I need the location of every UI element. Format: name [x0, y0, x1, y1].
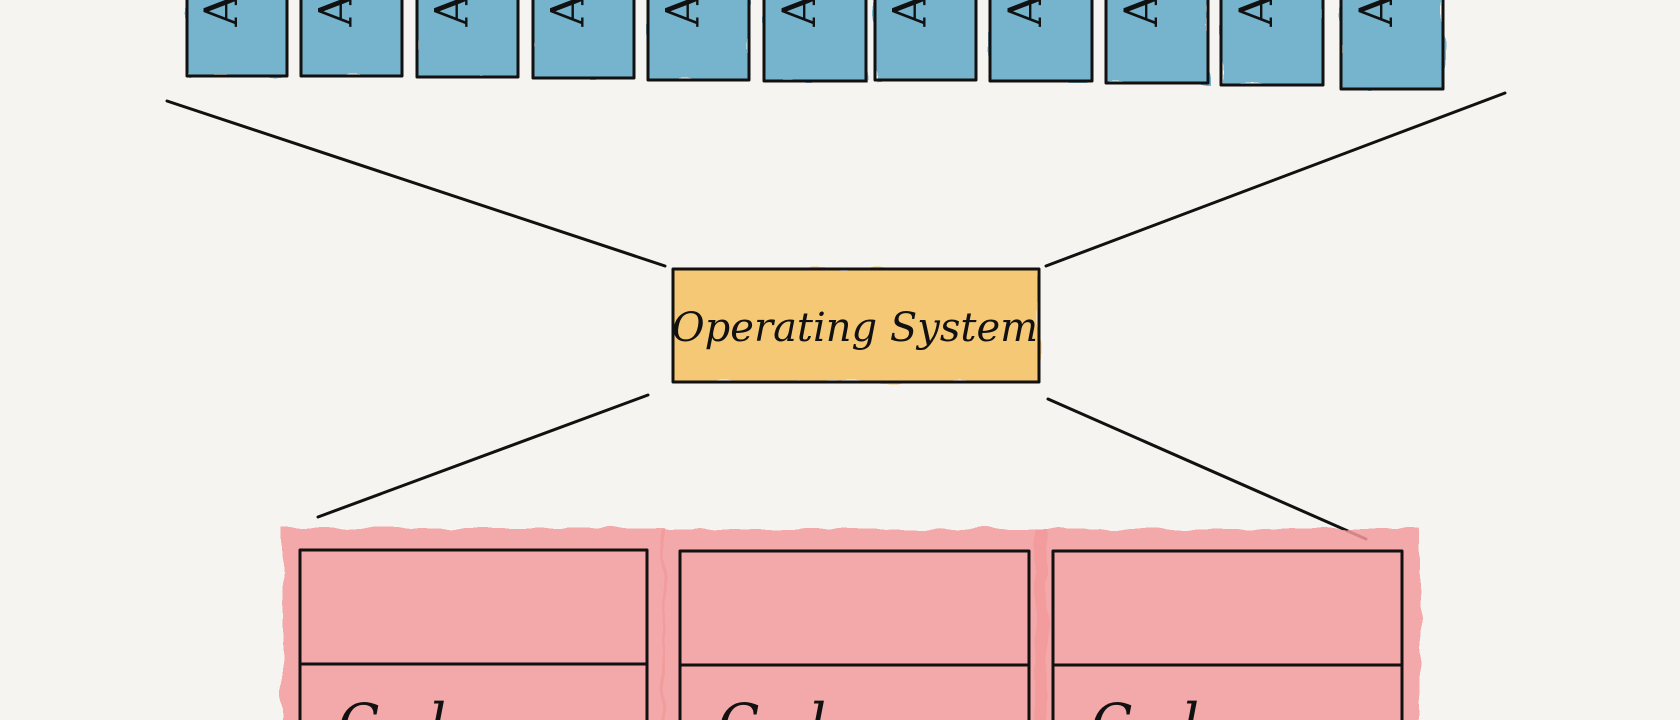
component-boxes-row: C...l C...l C...l: [282, 528, 1420, 720]
operating-system-box: Operating System: [671, 267, 1041, 384]
app-label: A: [656, 0, 710, 28]
app-label: A: [1114, 0, 1168, 28]
app-label: A: [1349, 0, 1403, 28]
connector-left-top: [165, 99, 667, 268]
app-label: A: [1229, 0, 1283, 28]
operating-system-label: Operating System: [672, 305, 1038, 351]
connector-left-bottom: [316, 393, 650, 519]
app-box: A: [1219, 0, 1325, 87]
connector-right-bottom: [1046, 397, 1368, 541]
app-label: A: [772, 0, 826, 28]
app-box: A: [988, 0, 1094, 83]
connector-right-top: [1044, 91, 1507, 268]
component-box: C...l: [1035, 529, 1420, 720]
app-box: A: [415, 0, 520, 79]
app-label: A: [309, 0, 363, 28]
component-box: C...l: [282, 528, 665, 720]
app-label: A: [541, 0, 595, 28]
app-label: A: [425, 0, 479, 28]
app-label: A: [998, 0, 1052, 28]
app-box: A: [1104, 0, 1210, 85]
component-label: C...l: [718, 692, 826, 720]
app-box: A: [1339, 0, 1445, 91]
app-box: A: [531, 0, 636, 80]
component-box: C...l: [662, 529, 1047, 720]
app-box: A: [299, 0, 404, 78]
app-label: A: [194, 0, 248, 28]
app-box: A: [646, 0, 751, 82]
app-box: A: [873, 0, 978, 82]
component-label: C...l: [1091, 692, 1199, 720]
component-label: C...l: [338, 692, 446, 720]
app-label: A: [883, 0, 937, 28]
app-box: A: [762, 0, 868, 83]
app-box: A: [185, 0, 289, 78]
